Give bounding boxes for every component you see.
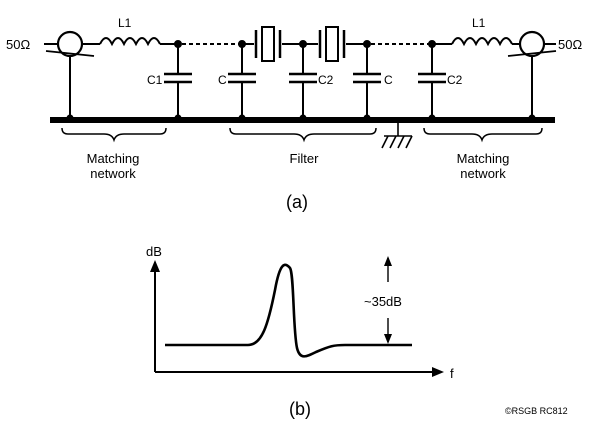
inductor-left-label: L1 <box>118 16 132 30</box>
response-labels: dB f ~35dB (b) <box>146 244 454 419</box>
cap-c-right-label: C <box>384 73 393 87</box>
capacitor-c2-mid <box>289 40 317 122</box>
capacitor-c-left <box>228 40 256 122</box>
circuit-schematic <box>44 26 557 149</box>
section-mid-label: Filter <box>290 151 320 166</box>
x-axis-label: f <box>450 366 454 381</box>
response-curve <box>165 263 412 358</box>
port-left-label: 50Ω <box>6 37 30 52</box>
inductor-left <box>82 37 178 47</box>
y-axis-arrow <box>150 260 160 272</box>
cap-c1-label: C1 <box>147 73 163 87</box>
coax-port-right <box>507 30 557 122</box>
inductor-right <box>432 37 520 47</box>
capacitor-c1 <box>164 40 192 122</box>
panel-a-label: (a) <box>286 192 308 212</box>
x-axis-arrow <box>432 367 444 377</box>
cap-c2-right-label: C2 <box>447 73 463 87</box>
brace-filter <box>229 127 377 143</box>
ground-icon <box>381 123 413 149</box>
port-right-label: 50Ω <box>558 37 582 52</box>
copyright-notice: ©RSGB RC812 <box>505 406 568 416</box>
brace-matching-right <box>423 127 543 143</box>
coax-port-left <box>44 30 95 122</box>
response-plot <box>150 256 444 377</box>
cap-c-left-label: C <box>218 73 227 87</box>
brace-matching-left <box>61 127 167 143</box>
capacitor-c2-right <box>418 40 446 122</box>
y-axis-label: dB <box>146 244 162 259</box>
crystal-2 <box>303 26 366 62</box>
crystal-1 <box>242 26 302 62</box>
capacitor-c-right <box>353 40 381 122</box>
section-left-line1: Matching <box>87 151 140 166</box>
circuit-labels: 50Ω 50Ω L1 L1 C1 C C2 C C2 Matching netw… <box>6 16 582 212</box>
panel-b-label: (b) <box>289 399 311 419</box>
inductor-right-label: L1 <box>472 16 486 30</box>
section-right-line1: Matching <box>457 151 510 166</box>
section-left-line2: network <box>90 166 136 181</box>
section-right-line2: network <box>460 166 506 181</box>
cap-c2-mid-label: C2 <box>318 73 334 87</box>
attenuation-label: ~35dB <box>364 294 402 309</box>
